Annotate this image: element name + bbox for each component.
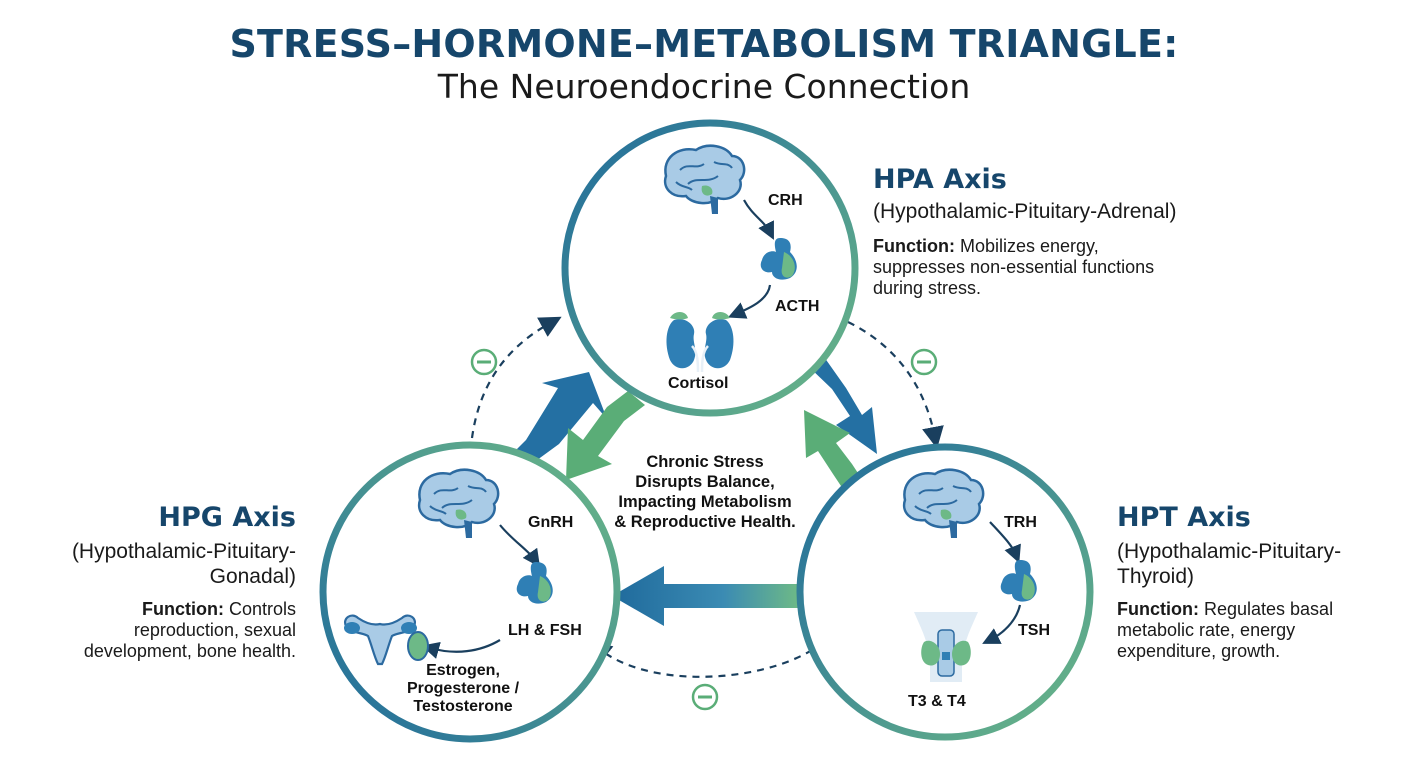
arrow-hpa-to-hpt [808,354,877,454]
hpa-full-name: (Hypothalamic-Pituitary-Adrenal) [873,200,1177,223]
hpa-brain-icon [663,144,746,214]
center-message: Chronic Stress Disrupts Balance, Impacti… [614,453,796,531]
hpa-pituitary-icon [760,238,797,280]
hpa-arrow-acth [727,284,772,319]
hpt-function: Function: Regulates basal metabolic rate… [1117,599,1334,661]
inhibition-symbol-left [470,348,498,376]
hpa-arrow-crh [743,199,774,240]
hpt-full-name: (Hypothalamic-Pituitary- Thyroid) [1117,540,1342,588]
inhibition-symbol-bottom [691,683,719,711]
hpg-full-name: (Hypothalamic-Pituitary- Gonadal) [71,540,296,588]
thyroid-icon [914,612,978,682]
hpa-circle [561,119,859,417]
feedback-arc-left [470,316,562,439]
hpg-pituitary-icon [516,562,553,604]
hpt-title: HPT Axis [1117,502,1251,533]
hpt-arrow-trh [989,521,1021,564]
feedback-arc-right [847,321,944,449]
hpg-arrow-lhfsh [421,639,501,659]
hpt-tsh-label: TSH [1018,622,1050,639]
hpa-crh-label: CRH [768,192,803,209]
hpg-brain-icon [417,468,500,538]
hpg-circle [319,441,621,743]
inhibition-symbol-right [910,348,938,376]
kidneys-icon [666,312,734,373]
hpg-arrow-gnrh [499,524,541,568]
hpt-circle [796,443,1094,741]
arrow-hpt-to-hpg [612,566,798,626]
hpg-title: HPG Axis [158,502,296,533]
hpt-t3t4-label: T3 & T4 [908,693,966,710]
hpt-trh-label: TRH [1004,514,1037,531]
hpg-end-hormones-label: Estrogen, Progesterone / Testosterone [406,662,520,715]
hpg-description: HPG Axis (Hypothalamic-Pituitary- Gonada… [20,502,296,662]
page-title: STRESS–HORMONE–METABOLISM TRIANGLE: [229,22,1179,66]
arrow-hpg-to-hpa [510,372,607,463]
hpt-arrow-tsh [982,604,1022,644]
hpg-gnrh-label: GnRH [528,514,574,531]
hpg-lhfsh-label: LH & FSH [508,622,582,639]
hpa-description: HPA Axis (Hypothalamic-Pituitary-Adrenal… [873,164,1253,299]
feedback-arc-bottom [589,641,813,678]
hpa-function: Function: Mobilizes energy, suppresses n… [873,236,1155,298]
hpa-hpg-arrows [510,372,645,480]
hpt-pituitary-icon [1000,560,1037,602]
arrow-hpa-to-hpg [566,391,645,480]
page-subtitle: The Neuroendocrine Connection [437,67,971,106]
hpa-cortisol-label: Cortisol [668,375,729,392]
hpa-acth-label: ACTH [775,298,820,315]
hpt-brain-icon [902,468,985,538]
hpt-description: HPT Axis (Hypothalamic-Pituitary- Thyroi… [1117,502,1402,662]
hpg-function: Function: Controls reproduction, sexual … [83,599,296,661]
hpa-title: HPA Axis [873,164,1007,195]
reproductive-organs-icon [344,614,429,666]
